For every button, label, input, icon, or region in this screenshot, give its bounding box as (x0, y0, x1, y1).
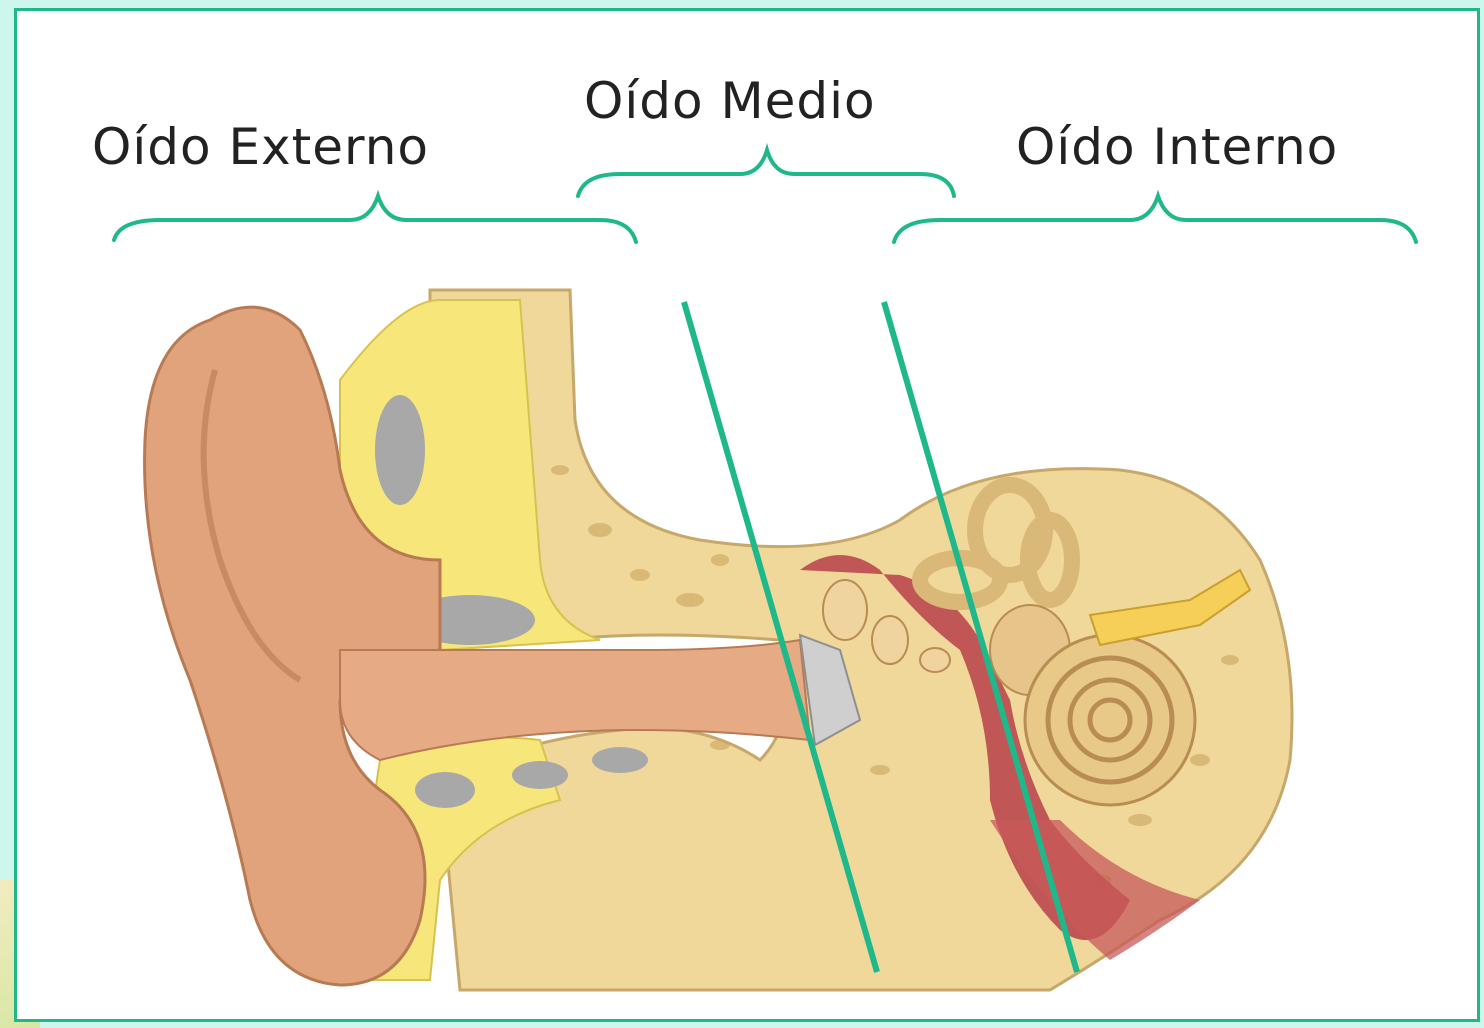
inner-ear-bracket (894, 196, 1416, 242)
outer-ear-bracket (114, 196, 636, 242)
middle-ear-label: Oído Medio (584, 72, 876, 130)
middle-ear-bracket (578, 150, 954, 196)
inner-ear-label: Oído Interno (1016, 118, 1338, 176)
outer-ear-label: Oído Externo (92, 118, 429, 176)
cochlea (1025, 635, 1195, 805)
